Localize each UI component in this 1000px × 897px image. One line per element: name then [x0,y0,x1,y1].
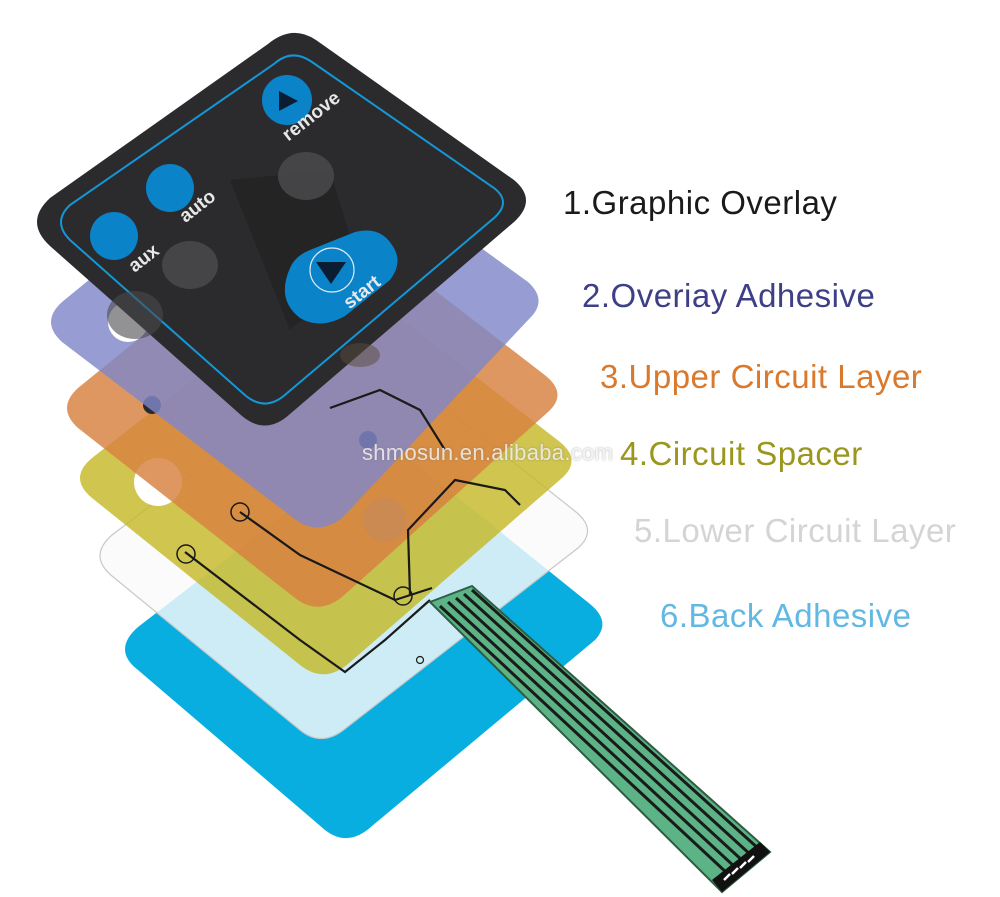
watermark: shmosun.en.alibaba.com [362,440,614,465]
down-arrow-icon [316,262,346,284]
remove-button[interactable] [262,75,312,125]
label-graphic-overlay: 1.Graphic Overlay [563,184,838,221]
label-back-adhesive: 6.Back Adhesive [660,597,912,634]
play-icon [279,91,298,111]
auto-button[interactable] [146,164,194,212]
label-lower-circuit-layer: 5.Lower Circuit Layer [634,512,957,549]
label-overlay-adhesive: 2.Overiay Adhesive [582,277,876,314]
start-button[interactable] [284,230,398,324]
label-upper-circuit-layer: 3.Upper Circuit Layer [600,358,923,395]
layer-graphic-overlay [37,32,526,426]
aux-button[interactable] [90,212,138,260]
circuit-traces [176,388,521,674]
label-circuit-spacer: 4.Circuit Spacer [620,435,863,472]
flex-tail [428,584,772,894]
